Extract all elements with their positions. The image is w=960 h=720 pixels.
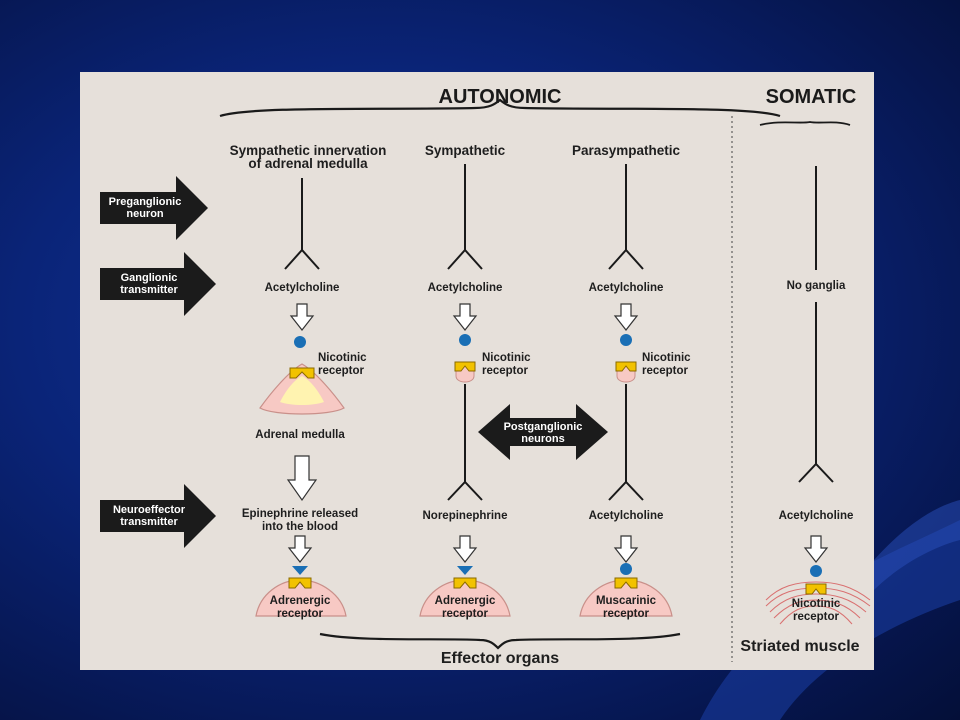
diagram-panel: AUTONOMIC SOMATIC Sympathetic innervatio… xyxy=(80,72,874,670)
adrenal-effector-transmitter: Epinephrine released into the blood xyxy=(241,508,359,533)
acetylcholine-dot xyxy=(294,336,306,348)
somatic-brace xyxy=(759,121,851,126)
parasympathetic-ganglion-cell xyxy=(608,361,644,501)
sympathetic-ganglion-cell xyxy=(447,361,483,501)
ganglionic-arrow xyxy=(100,252,216,316)
epinephrine-triangle xyxy=(292,566,308,575)
sympathetic-nicotinic-receptor: Nicotinic receptor xyxy=(482,352,531,377)
effector-organs-label: Effector organs xyxy=(440,650,560,667)
preganglionic-neuron-sympathetic xyxy=(447,164,483,270)
arrow-down-icon xyxy=(804,535,828,563)
adrenal-column-title: Sympathetic innervation of adrenal medul… xyxy=(229,143,387,171)
norepinephrine-triangle xyxy=(457,566,473,575)
postganglionic-double-arrow xyxy=(478,404,608,460)
neuroeffector-arrow xyxy=(100,484,216,548)
sympathetic-adrenergic-receptor: Adrenergic receptor xyxy=(434,595,496,620)
somatic-nicotinic-receptor: Nicotinic receptor xyxy=(791,598,841,623)
parasympathetic-column-title: Parasympathetic xyxy=(571,143,681,158)
parasympathetic-ganglionic-transmitter: Acetylcholine xyxy=(588,282,664,294)
sympathetic-column-title: Sympathetic xyxy=(424,143,506,158)
ganglionic-arrow-label: Ganglionic transmitter xyxy=(120,272,178,296)
arrow-down-icon xyxy=(614,303,638,331)
postganglionic-label: Postganglionic neurons xyxy=(503,421,583,445)
preganglionic-arrow-label: Preganglionic neuron xyxy=(108,196,182,220)
adrenal-nicotinic-receptor: Nicotinic receptor xyxy=(318,352,367,377)
arrow-down-icon xyxy=(290,303,314,331)
sympathetic-effector-transmitter: Norepinephrine xyxy=(422,510,508,522)
adrenal-adrenergic-receptor: Adrenergic receptor xyxy=(269,595,331,620)
acetylcholine-dot xyxy=(620,563,632,575)
neuroeffector-arrow-label: Neuroeffector transmitter xyxy=(112,504,186,528)
adrenal-medulla-shape xyxy=(259,363,345,415)
acetylcholine-dot xyxy=(620,334,632,346)
acetylcholine-dot xyxy=(459,334,471,346)
autonomic-heading: AUTONOMIC xyxy=(438,86,562,108)
adrenal-ganglionic-transmitter: Acetylcholine xyxy=(264,282,340,294)
arrow-down-icon xyxy=(288,535,312,563)
autonomic-brace xyxy=(219,98,781,118)
somatic-effector-transmitter: Acetylcholine xyxy=(778,510,854,522)
arrow-down-icon xyxy=(614,535,638,563)
preganglionic-arrow xyxy=(100,176,208,240)
diagram-graphics xyxy=(100,98,871,662)
preganglionic-neuron-adrenal xyxy=(284,178,320,270)
effector-brace xyxy=(319,632,681,650)
arrow-down-icon xyxy=(453,535,477,563)
preganglionic-neuron-parasympathetic xyxy=(608,164,644,270)
parasympathetic-effector-transmitter: Acetylcholine xyxy=(588,510,664,522)
acetylcholine-dot xyxy=(810,565,822,577)
somatic-no-ganglia: No ganglia xyxy=(786,280,846,292)
parasympathetic-nicotinic-receptor: Nicotinic receptor xyxy=(642,352,691,377)
parasympathetic-muscarinic-receptor: Muscarinic receptor xyxy=(595,595,657,620)
striated-muscle-label: Striated muscle xyxy=(740,638,860,655)
somatic-heading: SOMATIC xyxy=(765,86,857,108)
sympathetic-ganglionic-transmitter: Acetylcholine xyxy=(427,282,503,294)
arrow-down-icon xyxy=(286,455,318,502)
adrenal-medulla-label: Adrenal medulla xyxy=(255,429,345,441)
somatic-neuron xyxy=(798,166,834,483)
arrow-down-icon xyxy=(453,303,477,331)
